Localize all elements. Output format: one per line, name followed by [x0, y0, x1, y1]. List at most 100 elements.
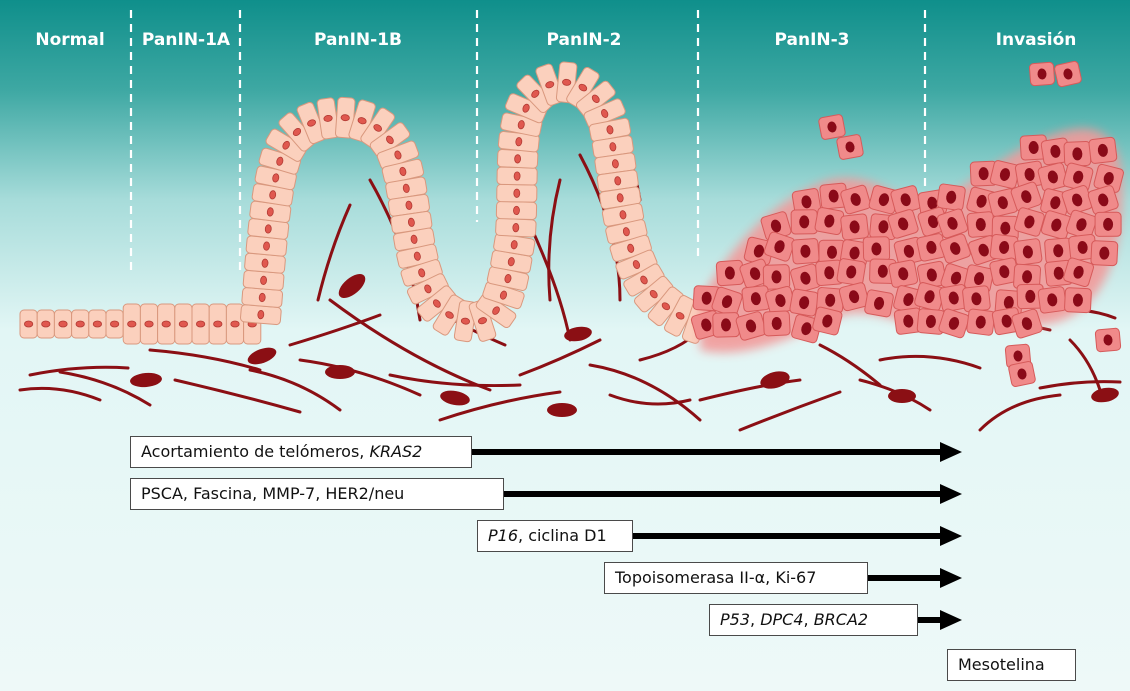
detached-tumor-cell — [1008, 361, 1036, 387]
stroma-fiber — [610, 395, 690, 404]
tumor-cell — [967, 211, 995, 237]
stage-label-3: PanIN-2 — [546, 30, 621, 50]
tumor-cell — [840, 214, 869, 241]
epithelial-cell — [192, 304, 209, 344]
tumor-cell — [713, 313, 740, 338]
marker-arrow-head — [940, 568, 962, 588]
stage-label-0: Normal — [35, 30, 104, 50]
epithelial-cell — [209, 304, 226, 344]
tumor-cell — [1091, 241, 1118, 266]
tumor-cell — [1013, 238, 1042, 265]
tumor-cell — [1089, 137, 1118, 164]
stroma-fiber — [590, 365, 700, 420]
stroma-cell — [335, 270, 370, 303]
tumor-cell — [937, 183, 966, 210]
stroma-fiber — [520, 340, 600, 375]
epithelial-cell — [497, 184, 537, 202]
marker-text: P53 — [720, 610, 750, 629]
marker-box-3: Topoisomerasa II-α, Ki-67 — [604, 562, 868, 594]
stroma-cell — [439, 389, 471, 408]
stroma-fiber — [740, 392, 840, 430]
stroma-fiber — [1040, 382, 1120, 388]
stroma-fiber — [30, 367, 128, 375]
epithelial-cell — [123, 304, 140, 344]
tumor-cell — [742, 285, 771, 312]
stroma-cell — [325, 365, 355, 379]
epithelial-cell — [175, 304, 192, 344]
marker-text: Acortamiento de telómeros, — [141, 442, 369, 461]
epithelial-cell — [497, 167, 537, 185]
stage-label-5: Invasión — [996, 30, 1077, 50]
epithelial-cell — [89, 310, 106, 338]
stage-label-1: PanIN-1A — [142, 30, 230, 50]
epithelial-cell — [495, 218, 536, 237]
stage-label-2: PanIN-1B — [314, 30, 402, 50]
stroma-fiber — [820, 345, 880, 385]
marker-text: , — [804, 610, 814, 629]
marker-text: Mesotelina — [958, 655, 1045, 674]
epithelial-cell — [37, 310, 54, 338]
stroma-fiber — [150, 350, 260, 370]
marker-text: , — [750, 610, 760, 629]
marker-text: Topoisomerasa II-α, Ki-67 — [615, 568, 816, 587]
tumor-cell — [1064, 288, 1091, 313]
marker-text: , ciclina D1 — [518, 526, 607, 545]
tumor-mass — [690, 61, 1124, 388]
tumor-cell — [1095, 212, 1121, 236]
marker-box-1: PSCA, Fascina, MMP-7, HER2/neu — [130, 478, 504, 510]
tumor-cell — [814, 207, 844, 235]
detached-tumor-cell — [1095, 328, 1121, 352]
stroma-fiber — [175, 380, 300, 412]
stroma-cell — [547, 403, 577, 417]
stroma-cell — [1090, 386, 1120, 405]
stage-label-4: PanIN-3 — [774, 30, 849, 50]
detached-tumor-cell — [818, 114, 846, 140]
tumor-cell — [792, 238, 820, 264]
marker-box-4: P53, DPC4, BRCA2 — [709, 604, 918, 636]
tumor-cell — [864, 289, 894, 317]
marker-arrow-head — [940, 526, 962, 546]
tumor-cell — [863, 237, 890, 262]
epithelial-cell — [54, 310, 71, 338]
marker-text: DPC4 — [760, 610, 803, 629]
marker-text: KRAS2 — [369, 442, 422, 461]
marker-arrow-head — [940, 610, 962, 630]
tumor-cell — [763, 265, 790, 290]
marker-arrow-head — [940, 484, 962, 504]
stroma-fiber — [290, 315, 380, 345]
marker-text: BRCA2 — [814, 610, 868, 629]
epithelial-cell — [106, 310, 123, 338]
stroma-cell — [246, 344, 279, 367]
epithelial-cell — [497, 149, 538, 168]
epithelial-cell — [72, 310, 89, 338]
tumor-cell — [837, 258, 866, 286]
tumor-cell — [1044, 238, 1072, 264]
tumor-cell — [763, 311, 790, 336]
tumor-cell — [966, 309, 995, 336]
stroma-cell — [758, 368, 791, 391]
epithelial-cell — [140, 304, 157, 344]
stroma-fiber — [880, 356, 980, 368]
marker-box-0: Acortamiento de telómeros, KRAS2 — [130, 436, 472, 468]
tumor-cell — [1064, 141, 1091, 166]
stroma-cell — [129, 372, 162, 389]
tumor-cell — [888, 260, 918, 288]
epithelial-cell — [158, 304, 175, 344]
stroma-fiber — [250, 370, 340, 410]
marker-box-5: Mesotelina — [947, 649, 1076, 681]
tumor-cell — [1038, 286, 1067, 313]
detached-tumor-cell — [836, 134, 864, 160]
marker-text: PSCA, Fascina, MMP-7, HER2/neu — [141, 484, 404, 503]
epithelial-cell — [20, 310, 37, 338]
epithelial-cell — [496, 201, 536, 219]
marker-box-2: P16, ciclina D1 — [477, 520, 633, 552]
marker-text: P16 — [488, 526, 518, 545]
tumor-cell — [716, 260, 744, 286]
stroma-fiber — [20, 388, 100, 400]
tumor-cell — [791, 210, 817, 234]
tumor-cell — [962, 285, 990, 312]
stroma-fiber — [980, 395, 1060, 430]
epithelium-layer — [20, 62, 710, 345]
